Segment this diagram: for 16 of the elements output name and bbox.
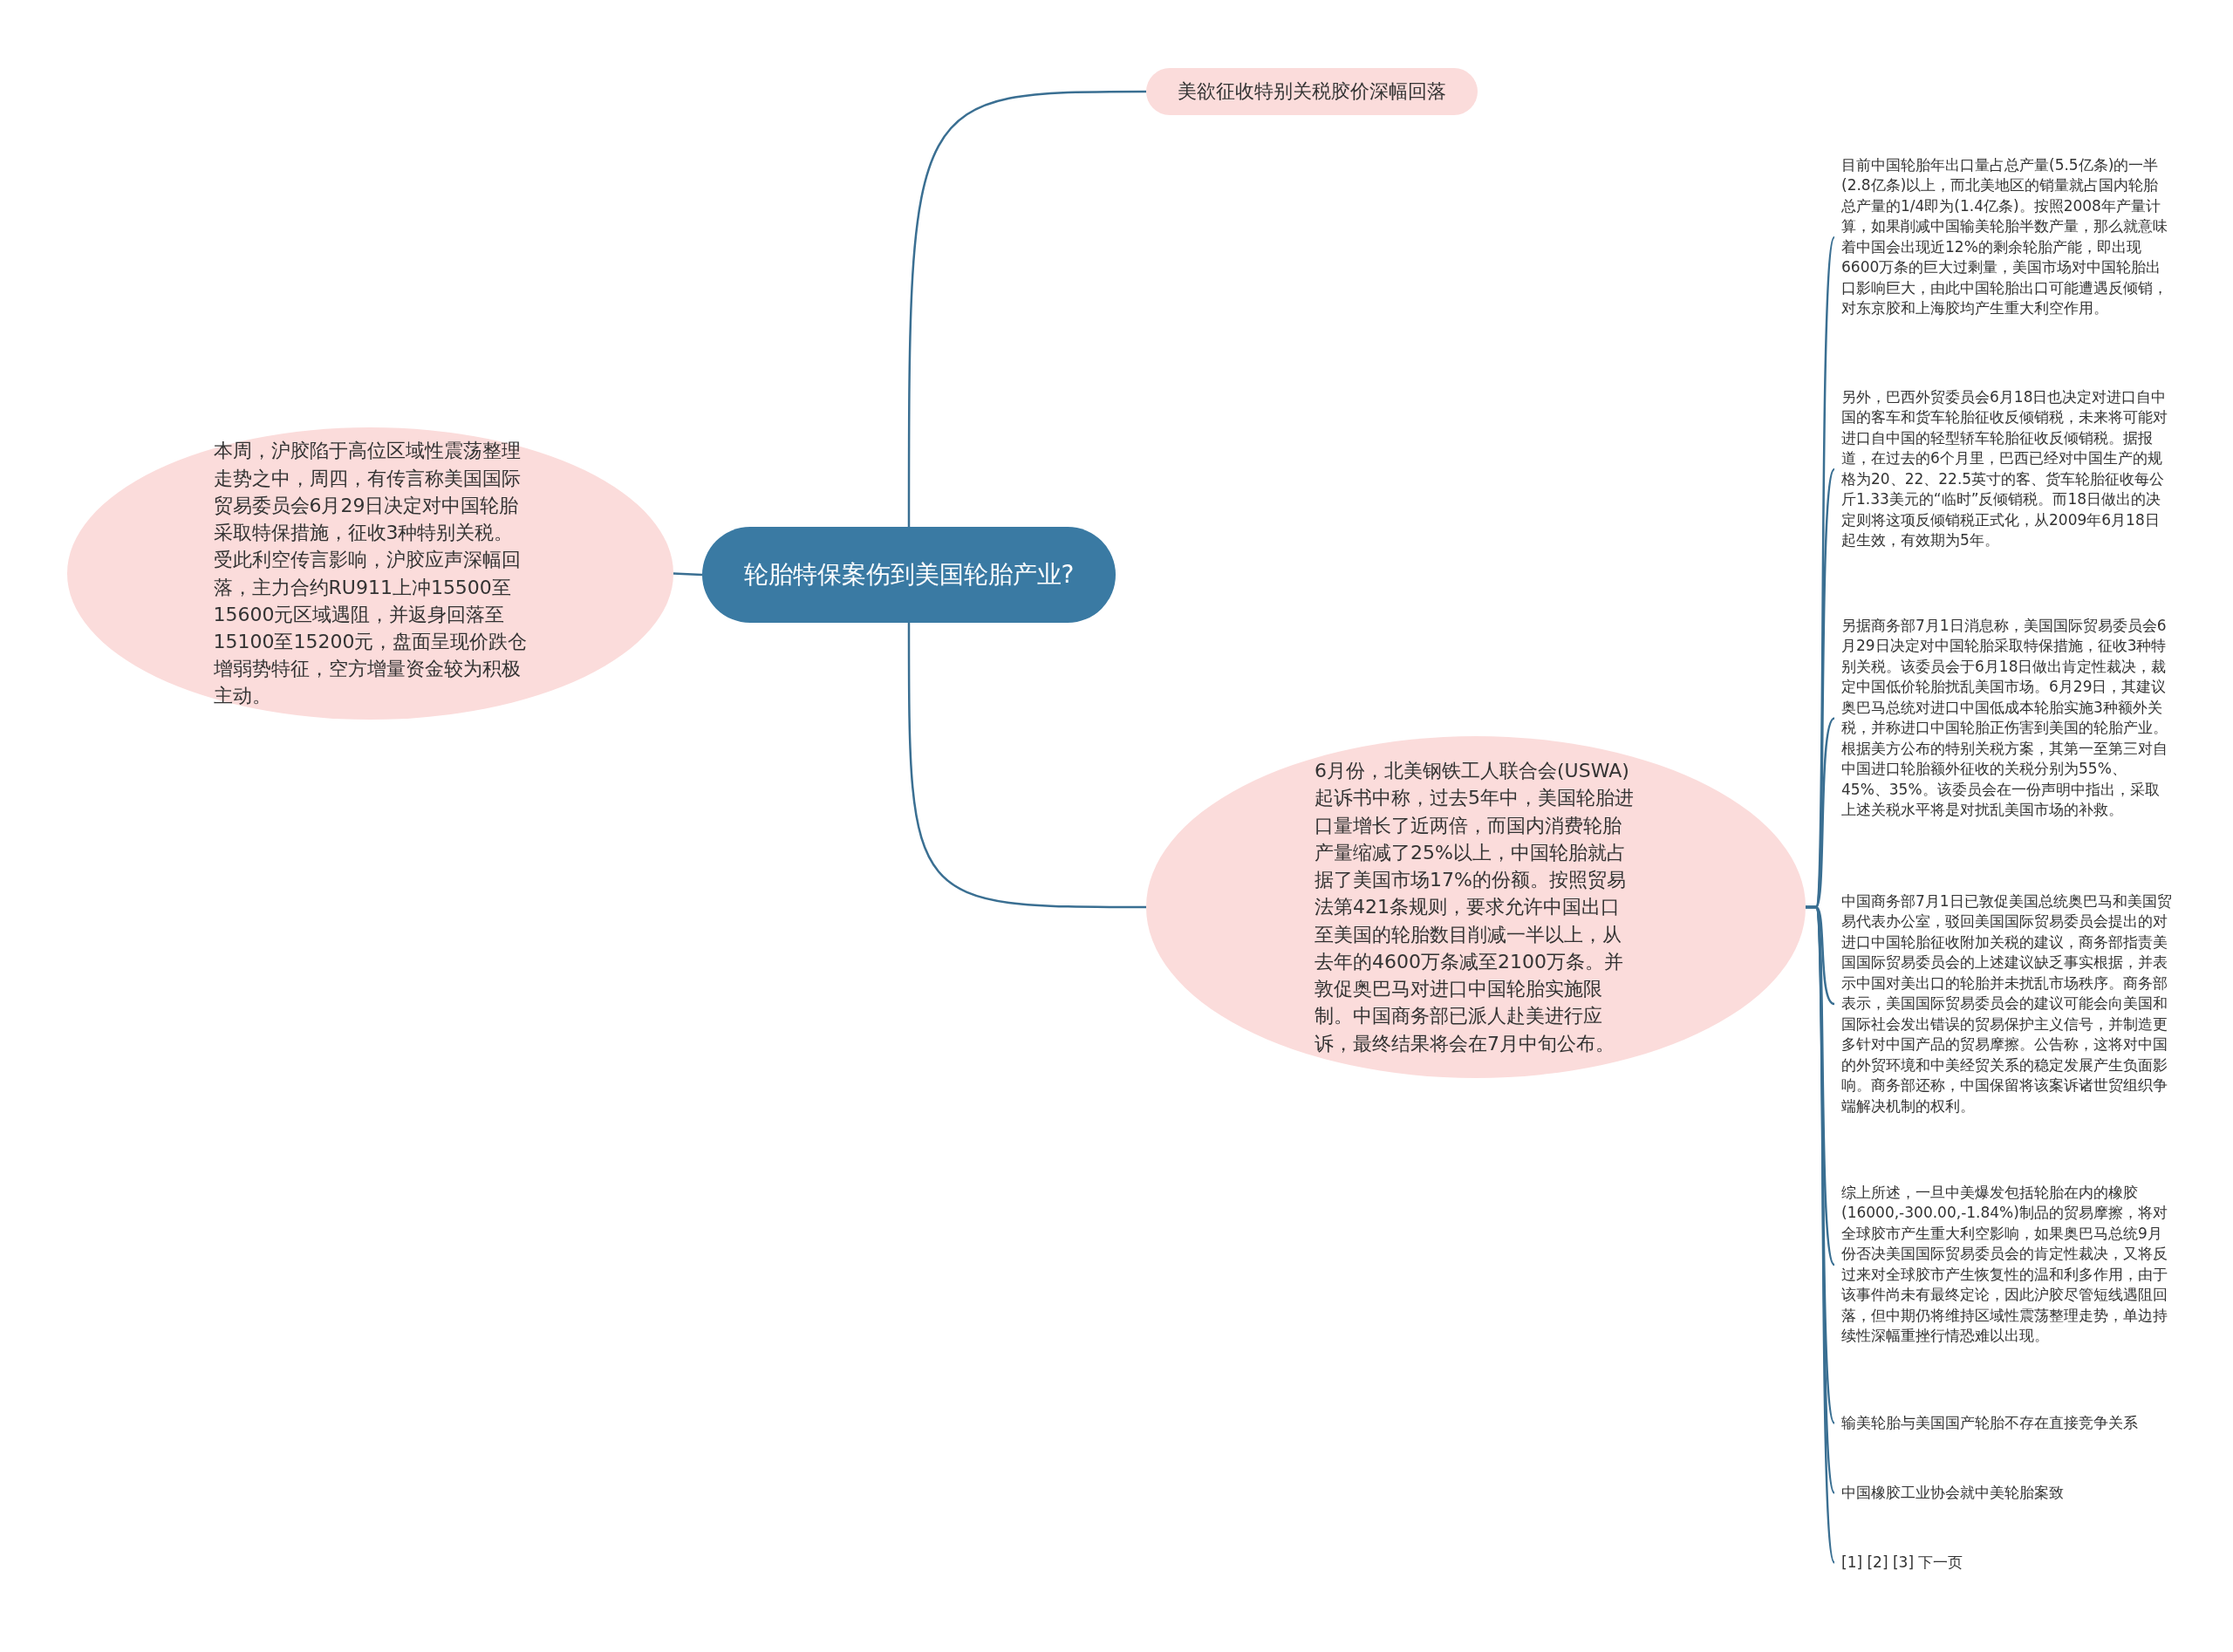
topic-text: 目前中国轮胎年出口量占总产量(5.5亿条)的一半(2.8亿条)以上，而北美地区的销量就占国内轮胎总产量的1/4即为(1.4亿条)。按照2008年产量计算，如果削减中国输美轮胎半数产量，那么就意味着中国会出现近12%的剩余轮胎产能，即出现6600万条的巨大过剩量，美国市场对中国轮胎出口影响巨大，由此中国轮胎出口可能遭遇反倾销，对东京胶和上海胶均产生重大利空作用。 bbox=[1841, 155, 2168, 319]
connector-line bbox=[673, 572, 703, 577]
topic-text: 本周，沪胶陷于高位区域性震荡整理走势之中，周四，有传言称美国国际贸易委员会6月29日决定对中国轮胎采取特保措施，征收3种特别关税。受此利空传言影响，沪胶应声深幅回落，主力合约RU911上冲15500至15600元区域遇阻，并返身回落至15100至15200元，盘面呈现价跌仓增弱势特征，空方增量资金较为积极主动。 bbox=[213, 439, 528, 709]
topic-text: 中国橡胶工业协会就中美轮胎案致 bbox=[1841, 1483, 2065, 1503]
topic-text: 轮胎特保案伤到美国轮胎产业? bbox=[743, 558, 1075, 590]
connector-line bbox=[907, 623, 1146, 909]
topic-text: 输美轮胎与美国国产轮胎不存在直接竞争关系 bbox=[1841, 1413, 2139, 1433]
connector-line bbox=[907, 90, 1146, 527]
topic-text: 6月份，北美钢铁工人联合会(USWA) 起诉书中称，过去5年中，美国轮胎进口量增长了近两倍，而国内消费轮胎产量缩减了25%以上，中国轮胎就占据了美国市场17%的份额。按照贸易法第421条规则，要求允许中国出口至美国的轮胎数目削减一半以上，从去年的4600万条减至2100万条。并敦促奥巴马对进口中国轮胎实施限制。中国商务部已派人赴美进行应诉，最终结果将会在7月中旬公布。 bbox=[1315, 759, 1635, 1056]
topic-text: 综上所述，一旦中美爆发包括轮胎在内的橡胶(16000,-300.00,-1.84%)制品的贸易摩擦，将对全球胶市产生重大利空影响，如果奥巴马总统9月份否决美国国际贸易委员会的肯定性裁决，又将反过来对全球胶市产生恢复性的温和利多作用，由于该事件尚未有最终定论，因此沪胶尽管短线遇阻回落，但中期仍将维持区域性震荡整理走势，单边持续性深幅重挫行情恐难以出现。 bbox=[1841, 1183, 2168, 1347]
topic-text: 另外，巴西外贸委员会6月18日也决定对进口自中国的客车和货车轮胎征收反倾销税，未来将可能对进口自中国的轻型轿车轮胎征收反倾销税。据报道，在过去的6个月里，巴西已经对中国生产的规格为20、22、22.5英寸的客、货车轮胎征收每公斤1.33美元的“临时”反倾销税。而18日做出的决定则将这项反倾销税正式化，从2009年6月18日起生效，有效期为5年。 bbox=[1841, 387, 2168, 551]
topic-text: 美欲征收特别关税胶价深幅回落 bbox=[1178, 79, 1446, 104]
topic-text: 另据商务部7月1日消息称，美国国际贸易委员会6月29日决定对中国轮胎采取特保措施，征收3种特别关税。该委员会于6月18日做出肯定性裁决，裁定中国低价轮胎扰乱美国市场。6月29日，其建议奥巴马总统对进口中国低成本轮胎实施3种额外关税，并称进口中国轮胎正伤害到美国的轮胎产业。根据美方公布的特别关税方案，其第一至第三对自中国进口轮胎额外征收的关税分别为55%、45%、35%。该委员会在一份声明中指出，采取上述关税水平将是对扰乱美国市场的补救。 bbox=[1841, 616, 2168, 821]
topic-pill bbox=[1146, 68, 1478, 115]
topic-text: 中国商务部7月1日已敦促美国总统奥巴马和美国贸易代表办公室，驳回美国国际贸易委员会提出的对进口中国轮胎征收附加关税的建议，商务部指责美国国际贸易委员会的上述建议缺乏事实根据，并表示中国对美出口的轮胎并未扰乱市场秩序。商务部表示，美国国际贸易委员会的建议可能会向美国和国际社会发出错误的贸易保护主义信号，并制造更多针对中国产品的贸易摩擦。公告称，这将对中国的外贸环境和中美经贸关系的稳定发展产生负面影响。商务部还称，中国保留将该案诉诸世贸组织争端解决机制的权利。 bbox=[1841, 891, 2173, 1116]
topic-text: [1] [2] [3] 下一页 bbox=[1841, 1553, 1964, 1573]
